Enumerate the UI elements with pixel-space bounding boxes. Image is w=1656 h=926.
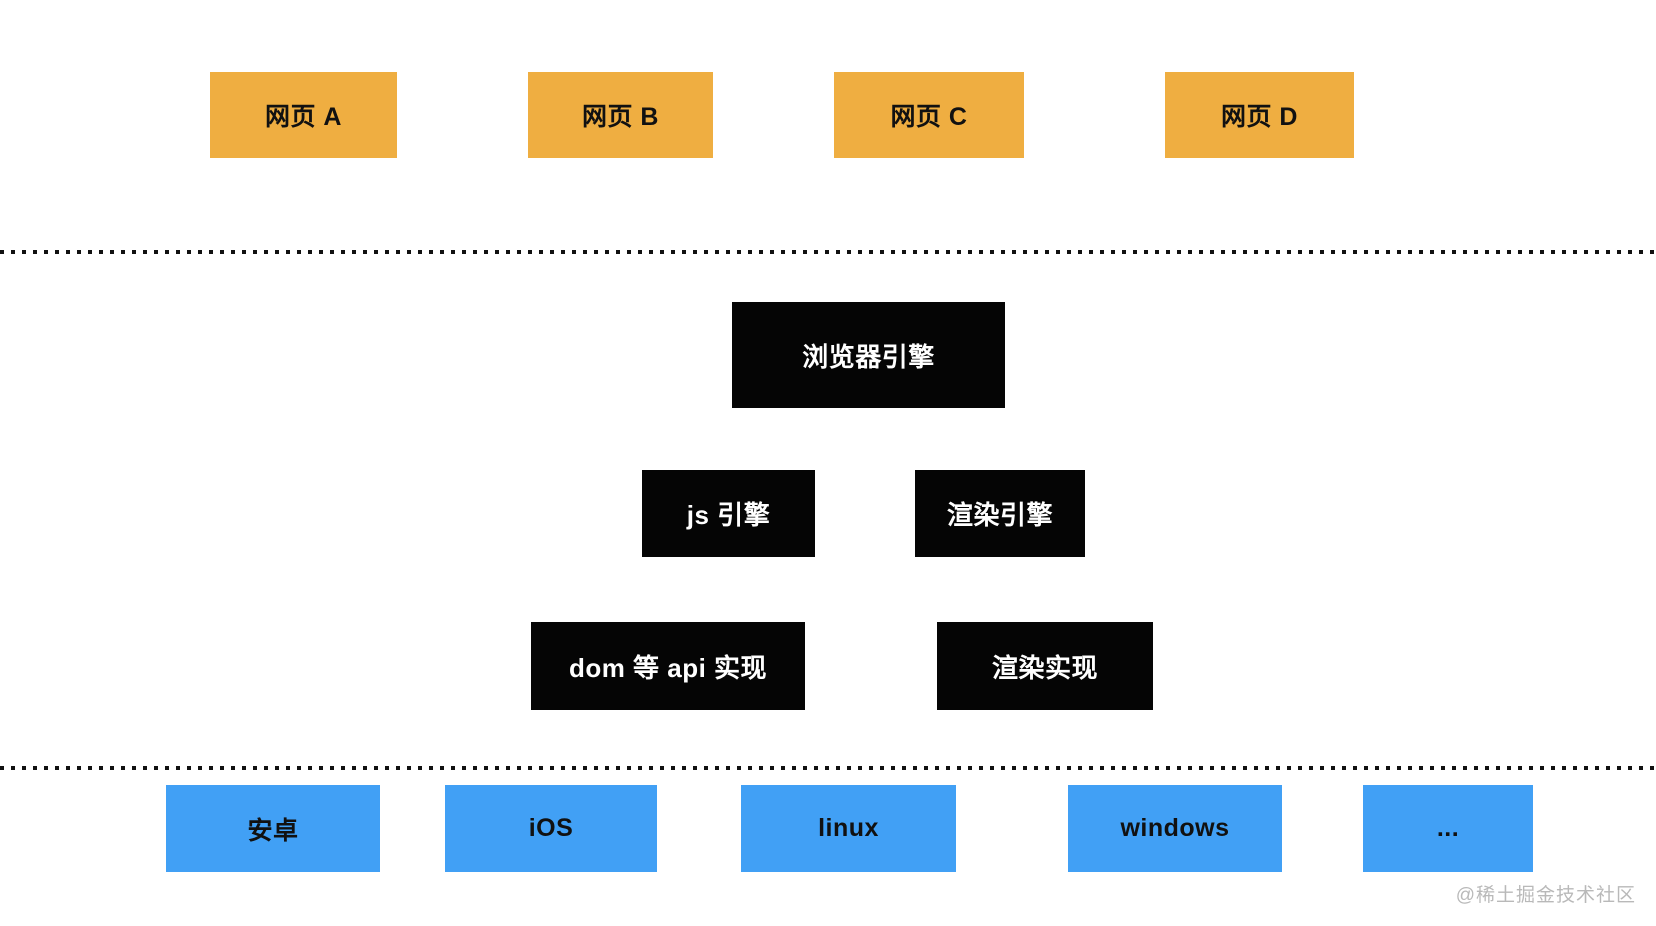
web-page-b-label: 网页 B — [581, 103, 659, 131]
web-page-c-label: 网页 C — [890, 103, 968, 131]
render-implementation-box: 渲染实现 — [937, 622, 1153, 710]
web-page-d-box: 网页 D — [1165, 72, 1354, 158]
platform-windows-box: windows — [1068, 785, 1282, 872]
platform-android-box: 安卓 — [166, 785, 380, 872]
platform-android-label: 安卓 — [247, 816, 299, 845]
browser-engine-box: 浏览器引擎 — [732, 302, 1005, 408]
dom-api-implementation-label: dom 等 api 实现 — [568, 652, 768, 683]
render-implementation-label: 渲染实现 — [991, 652, 1098, 683]
render-engine-box: 渲染引擎 — [915, 470, 1085, 557]
browser-engine-label: 浏览器引擎 — [802, 341, 935, 372]
web-page-c-box: 网页 C — [834, 72, 1024, 158]
platform-ios-box: iOS — [445, 785, 657, 872]
platform-linux-box: linux — [741, 785, 956, 872]
web-page-a-label: 网页 A — [264, 103, 342, 131]
platform-windows-label: windows — [1120, 814, 1230, 842]
platform-more-box: ... — [1363, 785, 1533, 872]
lower-dotted-separator — [0, 766, 1656, 770]
web-page-b-box: 网页 B — [528, 72, 713, 158]
js-engine-label: js 引擎 — [686, 500, 771, 530]
platform-more-label: ... — [1436, 814, 1460, 842]
render-engine-label: 渲染引擎 — [946, 500, 1053, 530]
juejin-watermark: @稀土掘金技术社区 — [1455, 885, 1636, 906]
platform-linux-label: linux — [818, 814, 879, 842]
platform-ios-label: iOS — [528, 814, 574, 842]
dom-api-implementation-box: dom 等 api 实现 — [531, 622, 805, 710]
web-page-a-box: 网页 A — [210, 72, 397, 158]
js-engine-box: js 引擎 — [642, 470, 815, 557]
web-page-d-label: 网页 D — [1220, 103, 1298, 131]
upper-dotted-separator — [0, 250, 1656, 254]
